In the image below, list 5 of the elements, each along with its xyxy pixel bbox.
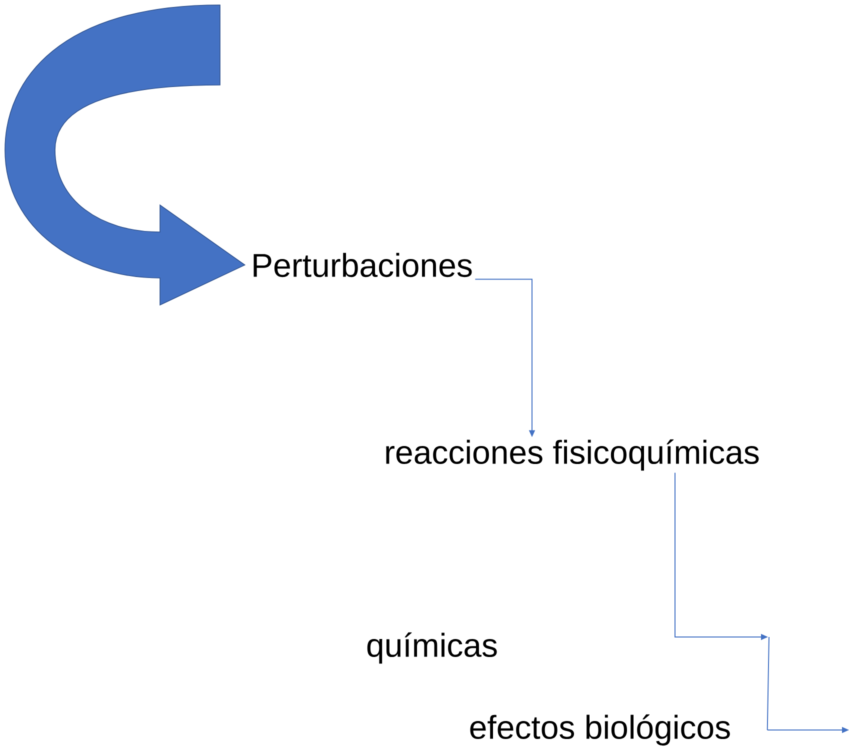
curved-arrow: [4, 4, 246, 306]
text-label: Perturbaciones: [254, 252, 472, 278]
text-label: químicas: [367, 632, 497, 664]
text-label: efectos biológicos: [470, 714, 730, 746]
text-label: reacciones fisicoquímicas: [386, 439, 759, 471]
